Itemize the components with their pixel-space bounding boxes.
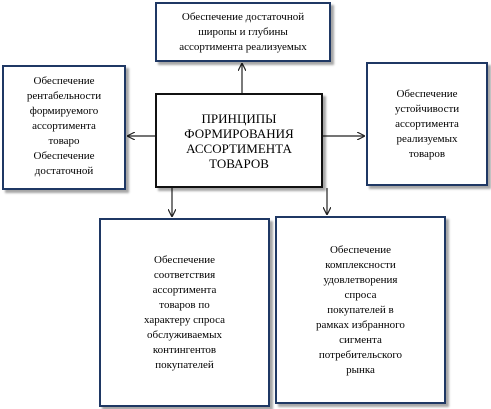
- principle-text-left: Обеспечение рентабельности формируемого …: [26, 75, 102, 177]
- principle-text-right: Обеспечение устойчивости ассортимента ре…: [394, 87, 460, 160]
- principle-text-bottom-left: Обеспечение соответствия ассортимента то…: [143, 253, 226, 371]
- principle-box-bottom-right: Обеспечение комплексности удовлетворения…: [275, 216, 446, 404]
- principle-box-bottom-left: Обеспечение соответствия ассортимента то…: [99, 218, 270, 407]
- central-principles-box: ПРИНЦИПЫ ФОРМИРОВАНИЯ АССОРТИМЕНТА ТОВАР…: [155, 93, 323, 188]
- principle-box-top: Обеспечение достаточной широпы и глубины…: [155, 2, 331, 62]
- central-title: ПРИНЦИПЫ ФОРМИРОВАНИЯ АССОРТИМЕНТА ТОВАР…: [184, 110, 294, 171]
- principle-box-left: Обеспечение рентабельности формируемого …: [2, 65, 126, 190]
- principle-box-right: Обеспечение устойчивости ассортимента ре…: [366, 62, 488, 186]
- principle-text-bottom-right: Обеспечение комплексности удовлетворения…: [316, 243, 405, 376]
- principle-text-top: Обеспечение достаточной широпы и глубины…: [179, 10, 307, 53]
